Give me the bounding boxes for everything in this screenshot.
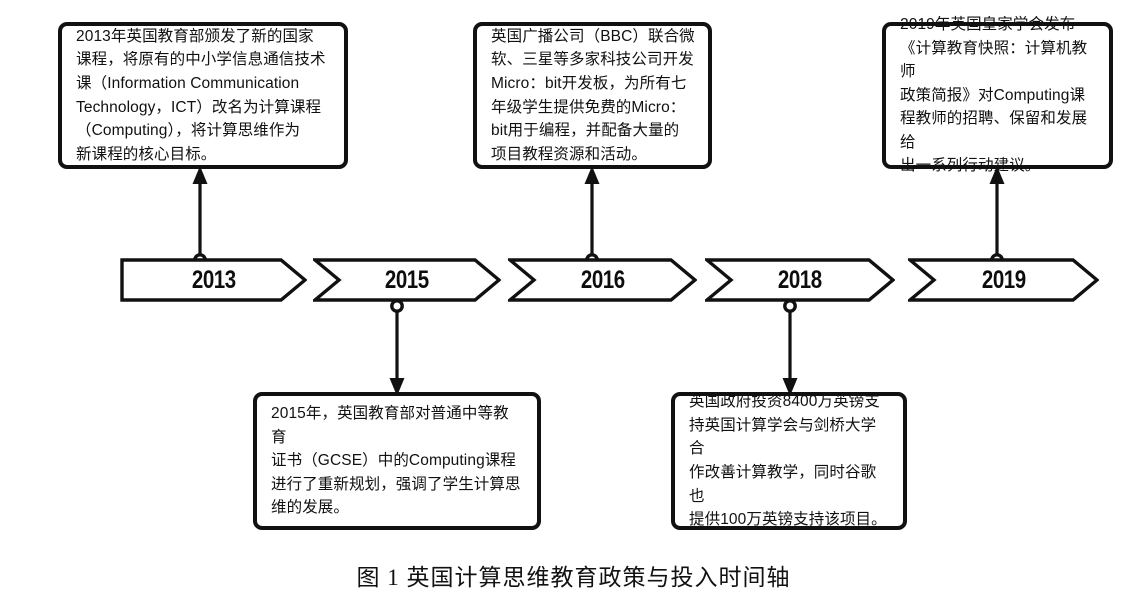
callout-2015-text: 2015年，英国教育部对普通中等教育 证书（GCSE）中的Computing课程… bbox=[271, 405, 521, 517]
connector-2013 bbox=[188, 166, 212, 267]
timeline-chevron-2016[interactable]: 2016 bbox=[508, 258, 697, 302]
timeline-chevron-2018-label: 2018 bbox=[778, 265, 822, 294]
timeline-chevron-2018[interactable]: 2018 bbox=[705, 258, 895, 302]
callout-2018-text: 英国政府投资8400万英镑支 持英国计算学会与剑桥大学合 作改善计算教学，同时谷… bbox=[689, 393, 887, 529]
timeline-chevron-2015-label: 2015 bbox=[385, 265, 429, 294]
timeline-chevron-2019[interactable]: 2019 bbox=[908, 258, 1099, 302]
callout-2019-text: 2019年英国皇家学会发布 《计算教育快照：计算机教师 政策简报》对Comput… bbox=[900, 16, 1088, 175]
callout-2016-text: 英国广播公司（BBC）联合微 软、三星等多家科技公司开发 Micro：bit开发… bbox=[491, 27, 695, 163]
connector-2016 bbox=[580, 166, 604, 267]
callout-2015: 2015年，英国教育部对普通中等教育 证书（GCSE）中的Computing课程… bbox=[253, 392, 541, 530]
timeline-chevron-2013[interactable]: 2013 bbox=[120, 258, 307, 302]
timeline-chevron-2013-label: 2013 bbox=[191, 265, 236, 294]
timeline-chevron-2019-label: 2019 bbox=[981, 265, 1026, 294]
callout-2019: 2019年英国皇家学会发布 《计算教育快照：计算机教师 政策简报》对Comput… bbox=[882, 16, 1113, 174]
timeline-chevron-2015[interactable]: 2015 bbox=[313, 258, 501, 302]
callout-2013: 2013年英国教育部颁发了新的国家 课程，将原有的中小学信息通信技术 课（Inf… bbox=[58, 22, 348, 169]
callout-2018: 英国政府投资8400万英镑支 持英国计算学会与剑桥大学合 作改善计算教学，同时谷… bbox=[671, 392, 907, 530]
callout-2013-text: 2013年英国教育部颁发了新的国家 课程，将原有的中小学信息通信技术 课（Inf… bbox=[76, 27, 326, 163]
connector-2018 bbox=[778, 299, 802, 396]
timeline-chevron-2016-label: 2016 bbox=[580, 265, 625, 294]
callout-2016: 英国广播公司（BBC）联合微 软、三星等多家科技公司开发 Micro：bit开发… bbox=[473, 22, 712, 169]
connector-2015 bbox=[385, 299, 409, 396]
connector-2019 bbox=[985, 166, 1009, 267]
figure-caption: 图 1 英国计算思维教育政策与投入时间轴 bbox=[356, 565, 791, 590]
